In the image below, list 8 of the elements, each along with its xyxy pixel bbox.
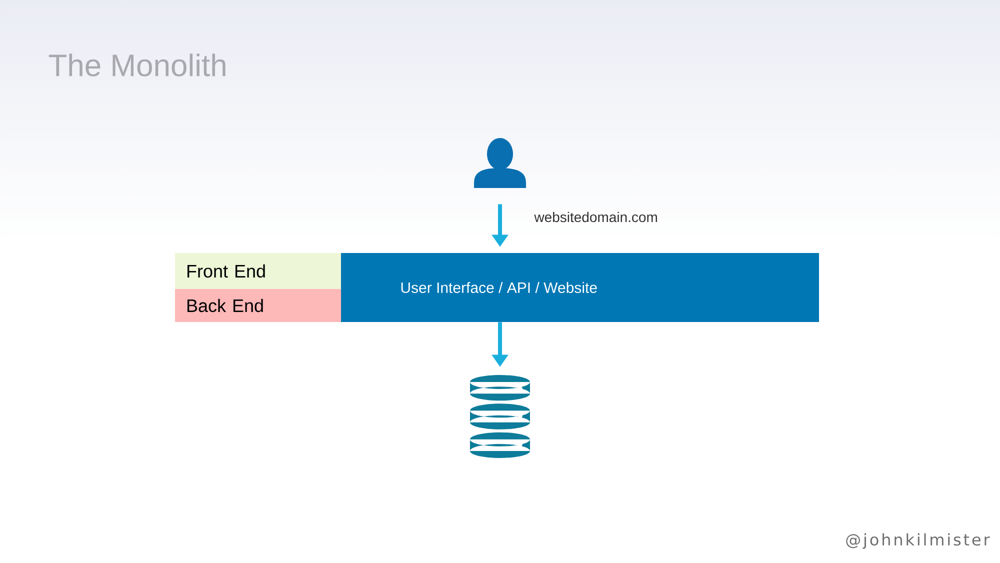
author-handle: @johnkilmister xyxy=(846,533,990,549)
database-icon xyxy=(470,375,530,458)
title: The Monolith xyxy=(48,54,226,76)
back-end-box: Back End xyxy=(175,289,341,322)
application-box: User Interface / API / Website xyxy=(341,253,819,322)
edge-label: websitedomain.com xyxy=(533,210,659,224)
front-end-box: Front End xyxy=(175,253,341,289)
person-icon xyxy=(474,138,526,188)
